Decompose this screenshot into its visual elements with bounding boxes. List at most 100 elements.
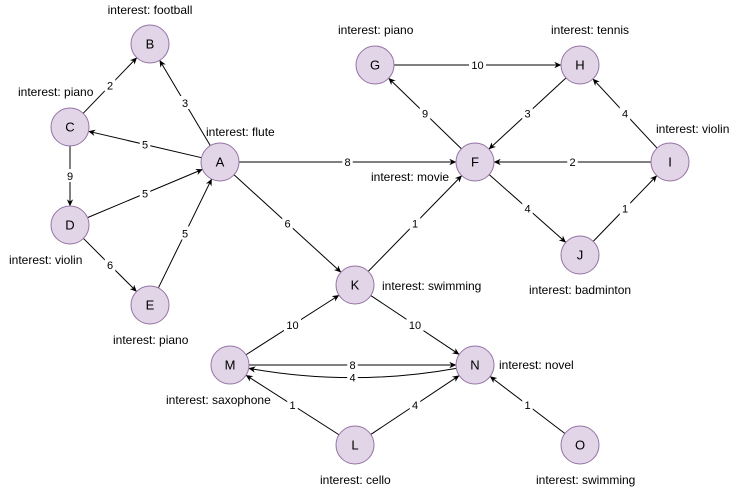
- edge-e-a: 5: [157, 178, 213, 289]
- edge-a-c: 5: [88, 129, 202, 159]
- edge-weight-background: [64, 169, 76, 182]
- node-id-label: B: [146, 37, 155, 52]
- interest-label-l: interest: cello: [320, 473, 391, 487]
- interest-label-n: interest: novel: [499, 358, 574, 372]
- edge-d-e: 6: [83, 238, 137, 292]
- edge-weight-label: 6: [107, 260, 113, 272]
- node-circle: [50, 107, 90, 147]
- interest-label-j: interest: badminton: [529, 283, 631, 297]
- edge-weight-background: [287, 398, 298, 411]
- edge-weight-background: [469, 58, 486, 71]
- edge-weight-background: [619, 201, 631, 215]
- edge-k-f: 1: [367, 175, 463, 272]
- edge-weight-label: 1: [289, 400, 295, 412]
- node-circle: [130, 24, 170, 64]
- edge-weight-label: 4: [622, 109, 628, 121]
- node-id-label: G: [370, 58, 380, 73]
- node-id-label: J: [577, 248, 584, 263]
- edge-weight-label: 10: [409, 320, 421, 332]
- interest-label-m: interest: saxophone: [166, 393, 271, 407]
- node-n: N: [455, 345, 495, 385]
- edge-l-m: 1: [245, 374, 340, 436]
- node-circle: [560, 235, 600, 275]
- edge-weight-background: [522, 398, 533, 411]
- edge-f-j: 4: [488, 174, 567, 243]
- interest-label-a: interest: flute: [206, 125, 275, 139]
- node-o: O: [560, 425, 600, 465]
- edge-d-a: 5: [87, 168, 203, 219]
- node-id-label: A: [216, 155, 225, 170]
- node-c: C: [50, 107, 90, 147]
- edge-weight-label: 1: [524, 400, 530, 412]
- edge-weight-background: [419, 106, 431, 120]
- node-circle: [130, 285, 170, 325]
- node-d: D: [50, 205, 90, 245]
- edge-weight-label: 9: [422, 109, 428, 121]
- interest-label-g: interest: piano: [338, 23, 414, 37]
- edge-weight-label: 10: [471, 60, 483, 72]
- edge-weight-label: 3: [182, 98, 188, 110]
- interest-labels-layer: interest: football interest: piano interes…: [9, 3, 729, 487]
- node-m: M: [210, 345, 250, 385]
- edge-weight-label: 4: [524, 204, 530, 216]
- node-circle: [335, 265, 375, 305]
- edge-m-n: 8: [249, 358, 457, 372]
- node-circle: [650, 142, 690, 182]
- node-id-label: L: [351, 438, 358, 453]
- edge-weight-background: [342, 155, 353, 168]
- edge-weight-background: [104, 258, 116, 271]
- interest-label-b: interest: football: [108, 3, 193, 17]
- edge-weight-background: [282, 216, 293, 230]
- node-l: L: [335, 425, 375, 465]
- edge-weight-label: 4: [349, 373, 355, 385]
- edge-a-f: 8: [239, 155, 457, 169]
- edge-weight-label: 5: [142, 189, 148, 201]
- node-a: A: [200, 142, 240, 182]
- edge-weight-background: [409, 398, 421, 411]
- edge-weight-background: [619, 106, 631, 120]
- node-id-label: K: [351, 278, 360, 293]
- node-g: G: [355, 45, 395, 85]
- node-e: E: [130, 285, 170, 325]
- edge-weight-label: 9: [67, 171, 73, 183]
- edge-weight-label: 5: [182, 229, 188, 241]
- edge-o-n: 1: [489, 376, 566, 434]
- edge-weight-label: 4: [412, 400, 418, 412]
- edge-weight-background: [567, 155, 578, 168]
- edge-weight-label: 6: [284, 219, 290, 231]
- node-id-label: N: [470, 358, 479, 373]
- node-id-label: I: [668, 155, 672, 170]
- edge-weight-background: [179, 96, 191, 109]
- node-circle: [200, 142, 240, 182]
- node-f: F: [455, 142, 495, 182]
- node-id-label: H: [575, 58, 584, 73]
- node-circle: [455, 345, 495, 385]
- edge-weight-background: [522, 106, 533, 120]
- edge-i-f: 2: [493, 155, 651, 169]
- edge-c-b: 2: [82, 57, 138, 114]
- edge-weight-label: 5: [142, 140, 148, 152]
- edge-weight-background: [139, 137, 151, 151]
- node-h: H: [560, 45, 600, 85]
- node-circle: [50, 205, 90, 245]
- node-circle: [560, 45, 600, 85]
- edge-weight-background: [409, 216, 421, 230]
- edge-weight-background: [522, 201, 533, 215]
- interest-label-c: interest: piano: [18, 85, 94, 99]
- edge-g-h: 10: [394, 58, 562, 72]
- edge-weight-label: 3: [524, 109, 530, 121]
- edge-weight-background: [347, 370, 358, 384]
- node-id-label: O: [575, 438, 585, 453]
- node-id-label: E: [146, 298, 155, 313]
- node-id-label: C: [65, 120, 74, 135]
- edge-j-i: 1: [592, 175, 658, 242]
- node-k: K: [335, 265, 375, 305]
- node-i: I: [650, 142, 690, 182]
- node-id-label: D: [65, 218, 74, 233]
- edge-weight-background: [347, 358, 358, 371]
- edge-l-n: 4: [370, 375, 460, 435]
- edge-i-h: 4: [592, 78, 658, 149]
- node-j: J: [560, 235, 600, 275]
- edge-c-d: 9: [64, 146, 76, 207]
- edge-weight-background: [104, 78, 116, 92]
